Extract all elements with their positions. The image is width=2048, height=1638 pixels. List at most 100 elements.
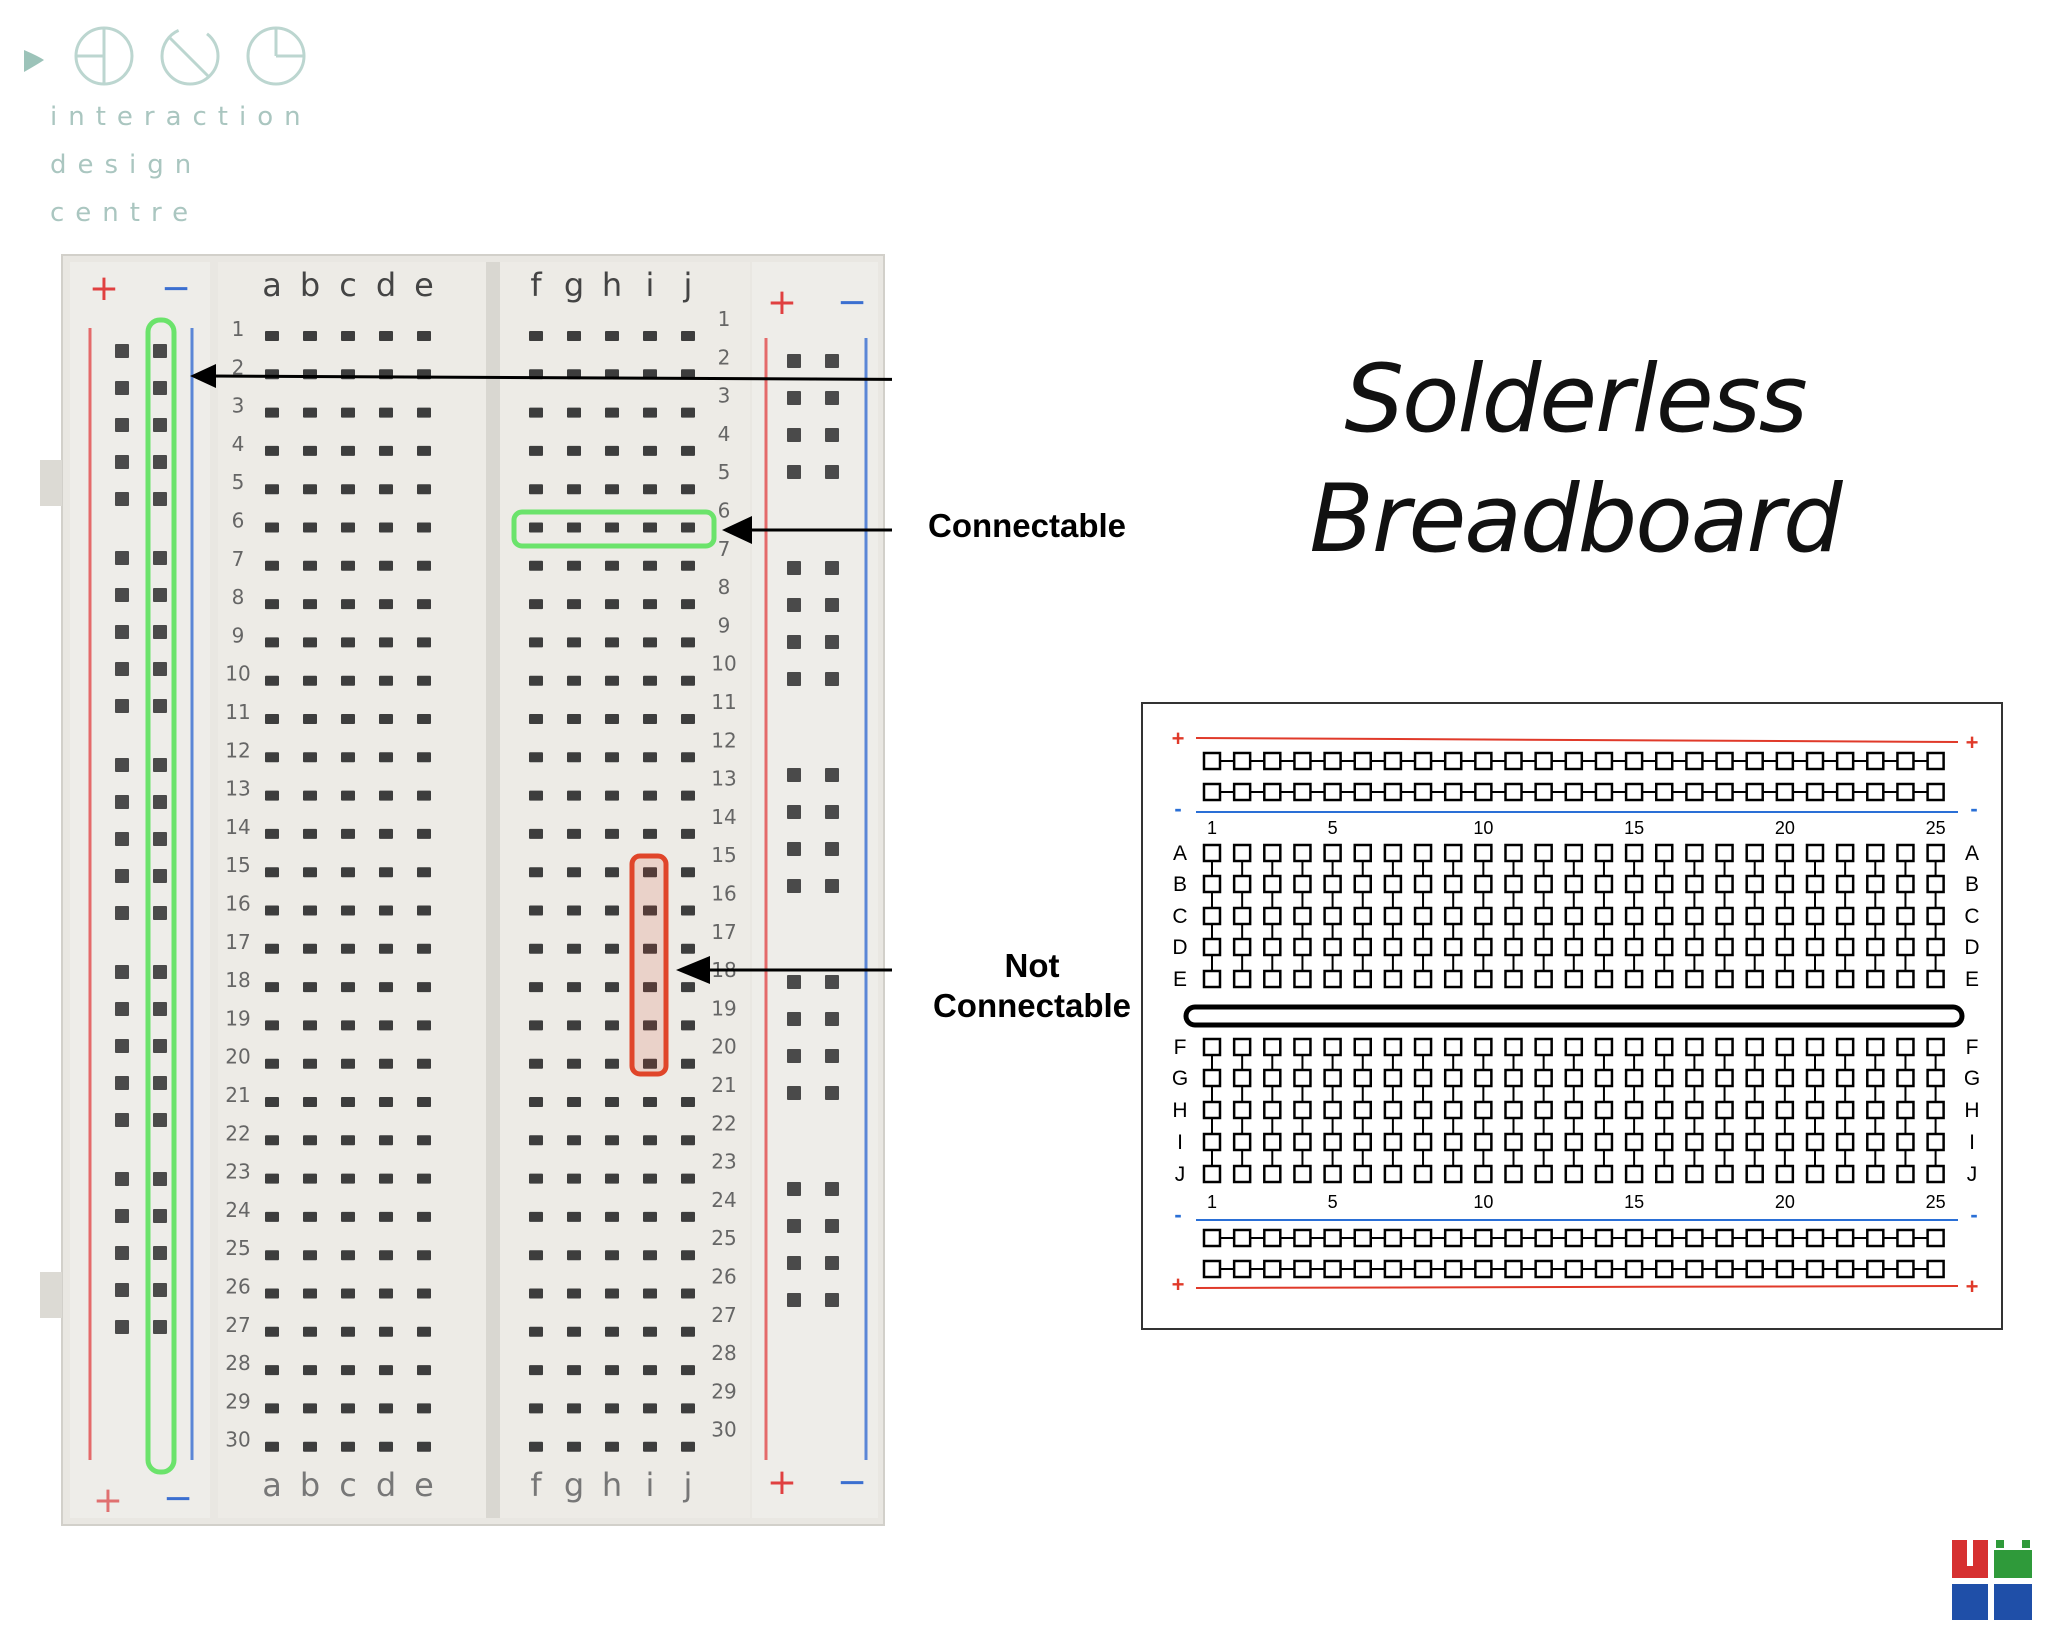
schematic-terminal-hole (1534, 1132, 1553, 1152)
row-number-right: 30 (711, 1418, 736, 1442)
schematic-terminal-hole (1202, 969, 1222, 989)
connectable-arrow-rail-line (209, 374, 892, 381)
terminal-hole (265, 1058, 279, 1069)
schematic-terminal-hole (1655, 969, 1674, 989)
schematic-terminal-hole (1413, 969, 1433, 989)
terminal-hole (341, 982, 355, 993)
schematic-terminal-hole (1504, 1100, 1523, 1120)
terminal-hole (265, 1403, 279, 1414)
terminal-hole (529, 1365, 543, 1376)
schematic-terminal-hole (1685, 1164, 1704, 1184)
terminal-hole (529, 484, 543, 495)
schematic-terminal-hole (1443, 969, 1463, 989)
schematic-terminal-hole (1866, 843, 1885, 863)
terminal-hole (303, 790, 317, 801)
terminal-hole (643, 1020, 657, 1031)
schematic-rail-hole (1474, 1259, 1493, 1279)
terminal-hole (529, 599, 543, 610)
rail-hole (825, 465, 839, 479)
terminal-hole (303, 1211, 317, 1222)
rail-hole (153, 832, 167, 846)
schematic-rail-hole (1293, 1228, 1312, 1248)
schematic-terminal-hole (1896, 1132, 1915, 1152)
rail-polarity-sign: + (767, 1462, 797, 1503)
terminal-hole (529, 331, 543, 341)
terminal-hole (379, 982, 393, 993)
schematic-rail-hole (1564, 1228, 1584, 1248)
schematic-terminal-hole (1775, 906, 1795, 926)
terminal-hole (417, 1058, 431, 1069)
column-letter-top: d (376, 266, 396, 304)
terminal-hole (265, 943, 279, 954)
schematic-terminal-hole (1926, 906, 1945, 926)
terminal-hole (567, 331, 581, 341)
schematic-terminal-hole (1263, 874, 1282, 894)
schematic-terminal-hole (1926, 937, 1945, 957)
schematic-column-number-top: 25 (1926, 818, 1946, 838)
column-letter-top: i (646, 266, 655, 304)
terminal-hole (265, 407, 279, 418)
row-number-left: 20 (225, 1045, 250, 1069)
schematic-rail-hole (1624, 1259, 1644, 1279)
schematic-rail-hole (1715, 1259, 1734, 1279)
rail-hole (787, 1012, 801, 1026)
row-number-right: 14 (711, 805, 736, 829)
schematic-terminal-hole (1474, 1068, 1493, 1088)
row-number-left: 19 (225, 1006, 250, 1030)
board-tab-top (40, 460, 62, 506)
center-channel (486, 262, 500, 1518)
terminal-hole (303, 867, 317, 878)
terminal-hole (379, 1365, 393, 1376)
terminal-hole (265, 675, 279, 686)
schematic-rail-hole (1775, 751, 1795, 771)
terminal-hole (681, 1288, 695, 1299)
schematic-terminal-hole (1896, 1068, 1915, 1088)
terminal-hole (341, 1020, 355, 1031)
schematic-column-number-bottom: 15 (1624, 1192, 1644, 1212)
schematic-rail-hole (1745, 751, 1764, 771)
terminal-hole (681, 982, 695, 993)
schematic-terminal-hole (1474, 906, 1493, 926)
schematic-terminal-hole (1715, 843, 1734, 863)
terminal-hole (681, 1365, 695, 1376)
connectable-arrow-rail-head (190, 364, 216, 388)
schematic-column-number-top: 15 (1624, 818, 1644, 838)
terminal-hole (265, 1020, 279, 1031)
schematic-terminal-hole (1655, 937, 1674, 957)
row-number-right: 16 (711, 882, 736, 906)
rail-hole (825, 561, 839, 575)
schematic-terminal-hole (1805, 1132, 1825, 1152)
terminal-hole (379, 1288, 393, 1299)
schematic-rail-hole (1564, 782, 1584, 802)
schematic-terminal-hole (1594, 1068, 1614, 1088)
row-number-right: 2 (718, 345, 731, 369)
row-number-right: 26 (711, 1265, 736, 1289)
schematic-rail-hole (1263, 1228, 1282, 1248)
schematic-bottom-red-rail (1195, 1285, 1959, 1289)
schematic-terminal-hole (1835, 1132, 1855, 1152)
rail-hole (153, 551, 167, 565)
rail-hole (825, 635, 839, 649)
terminal-hole (605, 1058, 619, 1069)
terminal-hole (605, 714, 619, 724)
terminal-hole (643, 1250, 657, 1261)
schematic-column-number-bottom: 20 (1775, 1192, 1795, 1212)
schematic-terminal-hole (1594, 874, 1614, 894)
row-number-left: 4 (232, 432, 245, 456)
terminal-hole (341, 522, 355, 533)
terminal-hole (341, 599, 355, 610)
terminal-hole (643, 867, 657, 878)
schematic-column-number-top: 1 (1207, 818, 1217, 838)
column-letter-bottom: g (564, 1466, 584, 1504)
row-number-right: 13 (711, 767, 736, 791)
terminal-hole (265, 1288, 279, 1299)
schematic-terminal-hole (1353, 1132, 1372, 1152)
terminal-hole (681, 1173, 695, 1184)
rail-hole (787, 1256, 801, 1270)
schematic-top-row-label-right: A (1965, 842, 1979, 865)
terminal-hole (303, 522, 317, 533)
schematic-terminal-hole (1293, 1068, 1312, 1088)
schematic-rail-hole (1926, 751, 1945, 771)
schematic-terminal-hole (1232, 1100, 1252, 1120)
terminal-hole (265, 599, 279, 610)
